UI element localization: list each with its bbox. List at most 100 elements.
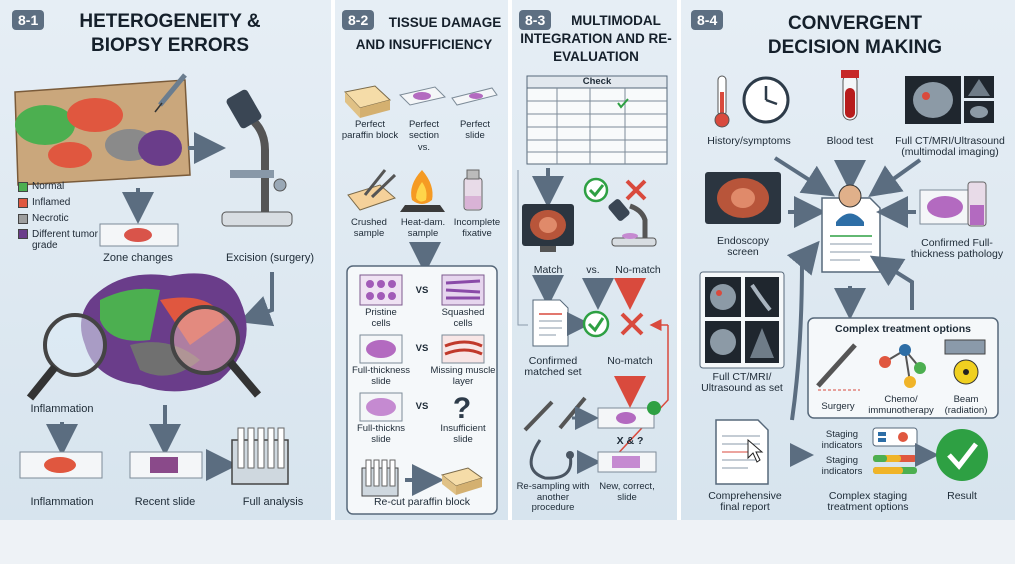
incomplete-fixative-label: Incomplete fixative: [453, 217, 501, 239]
microscope-icon: [221, 89, 293, 227]
blood-test-label: Blood test: [826, 135, 874, 147]
magnifier-icon: [26, 313, 107, 401]
full-thickness-label: Full-thickness slide: [351, 365, 411, 387]
check-icon: [583, 177, 609, 203]
clock-icon: [742, 76, 790, 124]
legend-swatch: [18, 181, 28, 192]
flame-icon: [400, 170, 445, 212]
divider: [508, 0, 512, 520]
squashed-cells-icon: [441, 274, 485, 306]
syringe-icon: [154, 73, 187, 113]
legend-swatch: [18, 229, 28, 239]
legend-label: Different tumor grade: [32, 229, 98, 251]
excision-label: Excision (surgery): [225, 252, 315, 264]
ultrasound-icon: [964, 76, 994, 123]
perfect-slide-label: Perfect slide: [459, 119, 491, 141]
feedback-line: [517, 170, 528, 326]
no-match-label: No-match: [607, 355, 653, 367]
arrow-curve-icon: [238, 272, 275, 327]
slide-icon: [597, 401, 661, 429]
section-icon: [399, 86, 446, 106]
surgery-label: Surgery: [821, 401, 855, 412]
panel-number: 8-1: [12, 10, 45, 30]
full-thickns-label: Full-thickns slide: [356, 423, 406, 445]
endoscopy-screen-icon: [705, 172, 781, 224]
arrow-icon: [773, 156, 836, 197]
legend-label: Necrotic: [32, 213, 69, 224]
panel-number: 8-4: [691, 10, 724, 30]
arrow-icon: [868, 158, 922, 197]
document-icon: [532, 299, 569, 347]
panel-number: 8-2: [342, 10, 375, 30]
legend-tumor-grade: Different tumor grade: [18, 229, 102, 251]
magnifier-icon: [170, 305, 262, 398]
panel-number: 8-3: [519, 10, 552, 30]
cross-icon: [620, 312, 644, 336]
endoscopy-label: Endoscopy screen: [717, 235, 769, 258]
fixative-bottle-icon: [463, 169, 483, 211]
complex-staging-label: Complex staging treatment options: [827, 490, 909, 513]
paraffin-block-icon: [344, 85, 392, 118]
result-label: Result: [947, 490, 977, 502]
recut-label: Re-cut paraffin block: [373, 496, 471, 508]
result-check-icon: [936, 429, 988, 481]
arrow-up-icon: [786, 240, 820, 421]
microscope-icon: [608, 199, 657, 247]
report-icon: [715, 419, 769, 485]
divider: [677, 0, 681, 520]
heat-damaged-label: Heat-dam. sample: [400, 217, 446, 239]
legend-label: Inflamed: [32, 197, 71, 208]
zone-changes-label: Zone changes: [103, 252, 173, 264]
new-slide-label: New, correct, slide: [599, 481, 655, 503]
comparison-box: [346, 265, 498, 515]
xq-label: X & ?: [616, 435, 644, 447]
legend-necrotic: Necrotic: [18, 213, 69, 224]
tissue-section-icon: [359, 334, 403, 364]
check-icon: [582, 310, 610, 338]
thermometer-icon: [714, 75, 730, 128]
panel-title: Multimodal integration and re-evaluation: [520, 13, 672, 64]
recent-slide-label: Recent slide: [134, 496, 196, 508]
check-header: Check: [582, 76, 612, 87]
vs-label: VS: [415, 401, 429, 412]
slide-icon: [451, 87, 498, 106]
final-report-label: Comprehensive final report: [708, 490, 782, 513]
history-label: History/symptoms: [707, 135, 791, 147]
tissue-map: [14, 79, 191, 186]
inflammation-label: Inflammation: [30, 403, 94, 415]
scalpel-icon: [816, 343, 860, 391]
insufficient-label: Insufficient slide: [440, 423, 486, 445]
slide-icon: [99, 223, 179, 247]
beam-label: Beam (radiation): [944, 394, 988, 416]
vs-label: VS: [415, 343, 429, 354]
svg-text:?: ?: [453, 392, 471, 425]
panel-title: Heterogeneity & Biopsy Errors: [79, 11, 261, 56]
slide-icon: [129, 451, 203, 479]
panel-title: Convergent decision making: [767, 13, 943, 58]
divider: [331, 0, 335, 520]
slide-icon: [19, 451, 103, 479]
inflammation-label: Inflammation: [30, 496, 94, 508]
molecule-icon: [879, 344, 926, 388]
radiation-icon: [944, 339, 986, 385]
staging-bars: [872, 427, 918, 474]
slide-rack-icon: [231, 427, 289, 485]
crushed-sample-icon: [347, 169, 397, 211]
doctor-report-icon: [821, 184, 881, 273]
slide-icon: [597, 451, 657, 473]
confirmed-pathology-label: Confirmed Full-thickness pathology: [910, 237, 1004, 260]
tissue-section-icon: [359, 392, 403, 422]
muscle-layer-icon: [441, 334, 485, 364]
missing-muscle-label: Missing muscle layer: [430, 365, 496, 387]
vs-label: vs.: [417, 142, 431, 153]
legend-swatch: [18, 197, 28, 208]
squashed-label: Squashed cells: [441, 307, 485, 329]
slide-rack-icon: [361, 459, 399, 497]
arrow-up-icon: [869, 255, 914, 310]
imaging-label: Full CT/MRI/Ultrasound (multimodal imagi…: [895, 135, 1005, 158]
brain-scan-icon: [905, 76, 961, 124]
blood-tube-icon: [841, 70, 859, 121]
staging-label: Staging indicators: [821, 429, 863, 451]
legend-normal: Normal: [18, 181, 64, 192]
no-match-top-label: No-match: [615, 264, 661, 276]
